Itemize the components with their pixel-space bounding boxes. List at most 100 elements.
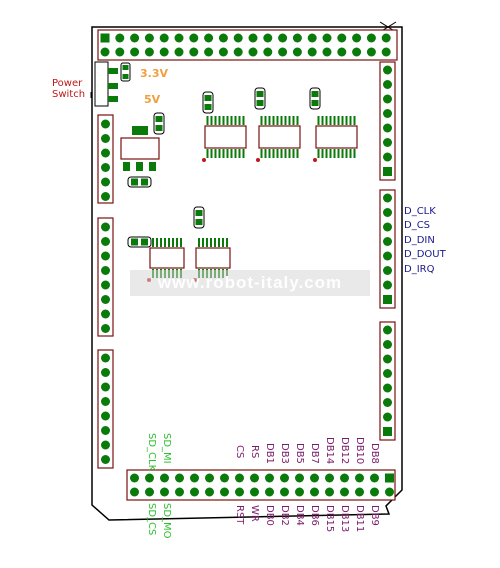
- touch-pin-label: D_CS: [404, 220, 431, 231]
- ic-lead: [176, 238, 178, 247]
- ic-lead: [276, 116, 279, 125]
- pin-pad: [383, 325, 392, 335]
- ic-lead: [222, 149, 225, 158]
- ic-lead: [242, 149, 245, 158]
- right-header-2: [379, 189, 396, 309]
- ic-lead: [317, 116, 320, 125]
- ic-lead: [284, 116, 287, 125]
- ic-lead: [238, 116, 241, 125]
- pin-pad: [101, 353, 110, 363]
- pin-pad: [278, 47, 288, 57]
- pin-pad: [307, 47, 317, 57]
- ic-lead: [214, 149, 217, 158]
- ic-lead: [206, 116, 209, 125]
- ic-lead: [321, 116, 324, 125]
- pin-pad: [383, 412, 392, 422]
- pin-label-db5: DB5: [294, 443, 305, 464]
- pin-pad: [265, 473, 274, 483]
- level-shifter-ic-3: [313, 116, 358, 162]
- ic-lead: [202, 238, 204, 247]
- pin-pad: [381, 47, 391, 57]
- ic-lead: [288, 149, 291, 158]
- pin-pad: [101, 368, 110, 377]
- ic-lead: [272, 149, 275, 158]
- pin-pad: [159, 47, 169, 57]
- ic-lead: [260, 149, 263, 158]
- pin-pad: [101, 163, 110, 172]
- pin-pad: [101, 382, 110, 392]
- pin-pad-square: [383, 427, 392, 436]
- ic-lead: [345, 116, 348, 125]
- pin-label-rst: RST: [234, 505, 245, 525]
- right-header-1: [379, 61, 396, 181]
- pin-pad: [383, 369, 392, 378]
- ic-lead: [325, 149, 328, 158]
- ic-lead: [341, 149, 344, 158]
- pin-pad: [310, 487, 319, 497]
- ic-lead: [234, 116, 237, 125]
- pin-pad: [220, 473, 229, 483]
- pin-pad: [130, 487, 139, 497]
- touch-pin-label: D_DIN: [404, 235, 435, 246]
- ic-lead: [234, 149, 237, 158]
- pin-pad: [235, 487, 244, 497]
- ic-lead: [333, 149, 336, 158]
- pin-pad: [322, 33, 332, 43]
- ic-lead: [292, 149, 295, 158]
- pin-pad: [250, 473, 259, 483]
- pin-pad: [322, 47, 332, 57]
- ic-lead: [280, 116, 283, 125]
- pin-label-db10: DB10: [354, 437, 365, 465]
- power-switch-label-line2: Switch: [52, 89, 86, 100]
- ic-lead: [218, 116, 221, 125]
- pin-pad: [233, 33, 243, 43]
- pin-label-db3: DB3: [279, 443, 290, 464]
- pin-pad: [370, 487, 379, 497]
- ic-lead: [329, 116, 332, 125]
- pin-label-db2: DB2: [279, 505, 290, 526]
- pin-pad: [189, 47, 199, 57]
- pin-pad: [101, 440, 110, 450]
- pin-label-db6: DB6: [309, 505, 320, 526]
- pin-pad: [101, 177, 110, 187]
- pin-pad: [295, 473, 304, 483]
- touch-pin-label: D_CLK: [404, 206, 436, 217]
- ic-lead: [349, 116, 352, 125]
- pin-pad: [160, 473, 169, 483]
- ic-lead: [172, 238, 174, 247]
- ic-lead: [284, 149, 287, 158]
- touch-pin-label: D_DOUT: [404, 249, 446, 260]
- ic-lead: [180, 238, 182, 247]
- pin-label-cs: CS: [234, 445, 245, 459]
- pin-pad: [218, 33, 228, 43]
- ic-lead: [214, 238, 216, 247]
- pin-pad: [160, 487, 169, 497]
- pin-pad: [383, 280, 392, 290]
- pin-pad-square: [100, 33, 110, 43]
- pin-pad: [352, 33, 362, 43]
- pin-pad: [189, 33, 199, 43]
- pin-pad: [385, 487, 394, 497]
- ic-lead: [345, 149, 348, 158]
- pin-pad: [205, 473, 214, 483]
- pin-pad-square: [383, 295, 392, 304]
- pin-pad: [325, 487, 334, 497]
- pin-pad: [355, 473, 364, 483]
- pin-pad: [340, 487, 349, 497]
- ic-lead: [222, 238, 224, 247]
- pin-pad: [263, 33, 273, 43]
- pin-label-db12: DB12: [339, 437, 350, 465]
- pin-label-db13: DB13: [339, 505, 350, 533]
- pin1-marker: [313, 158, 317, 162]
- ic-lead: [353, 116, 356, 125]
- pin-label-db8: DB8: [369, 443, 380, 464]
- pin-pad: [370, 473, 379, 483]
- pin-pad: [101, 309, 110, 319]
- ic-lead: [206, 149, 209, 158]
- pin-pad: [220, 487, 229, 497]
- pin-label-sd-mo: SD_MO: [161, 503, 172, 539]
- top-header: [97, 29, 398, 61]
- pin-pad: [101, 266, 110, 275]
- left-header-1: [97, 114, 114, 204]
